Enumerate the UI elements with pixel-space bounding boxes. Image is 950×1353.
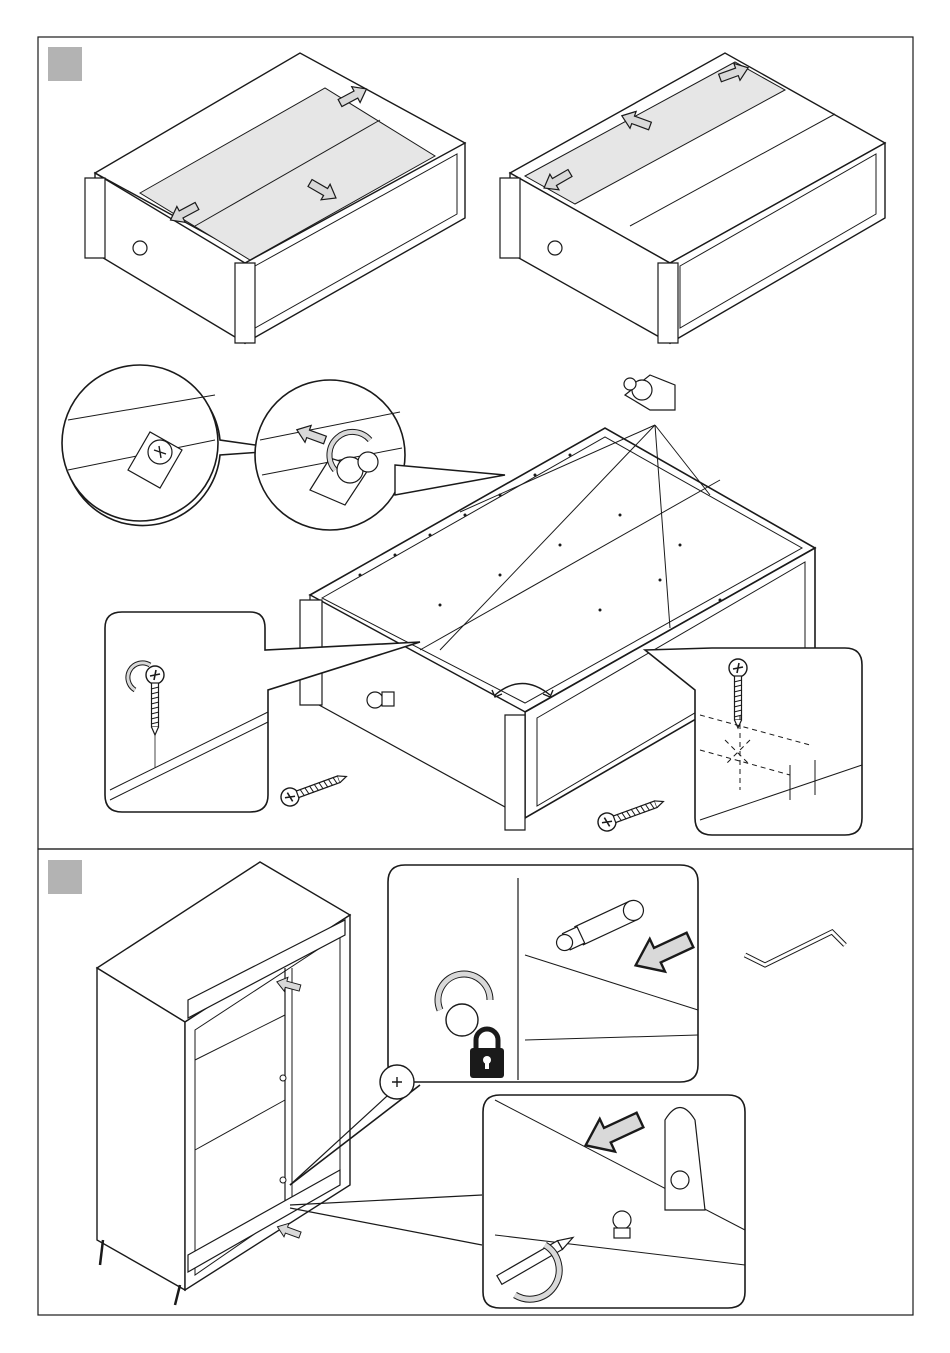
allen-key-tool (745, 932, 845, 965)
connector-part (624, 375, 675, 410)
wardrobe-assembled-view (97, 862, 350, 1305)
step-one-badge (48, 47, 82, 81)
cam-lock-icon (446, 1004, 478, 1036)
step-two-badge (48, 860, 82, 894)
plastic-connector-detail-zoom (62, 365, 505, 530)
cam-lock-bolt-detail-zoom (290, 1095, 745, 1308)
screw-part-right (595, 793, 666, 834)
cabinet-body-back-panel-insert-right (500, 53, 885, 343)
cabinet-body-back-panel-insert-left (85, 53, 465, 343)
screw-part-left (278, 768, 349, 809)
cam-lock-part-icon (380, 1065, 414, 1099)
screw-detail-zoom-right (645, 648, 862, 835)
